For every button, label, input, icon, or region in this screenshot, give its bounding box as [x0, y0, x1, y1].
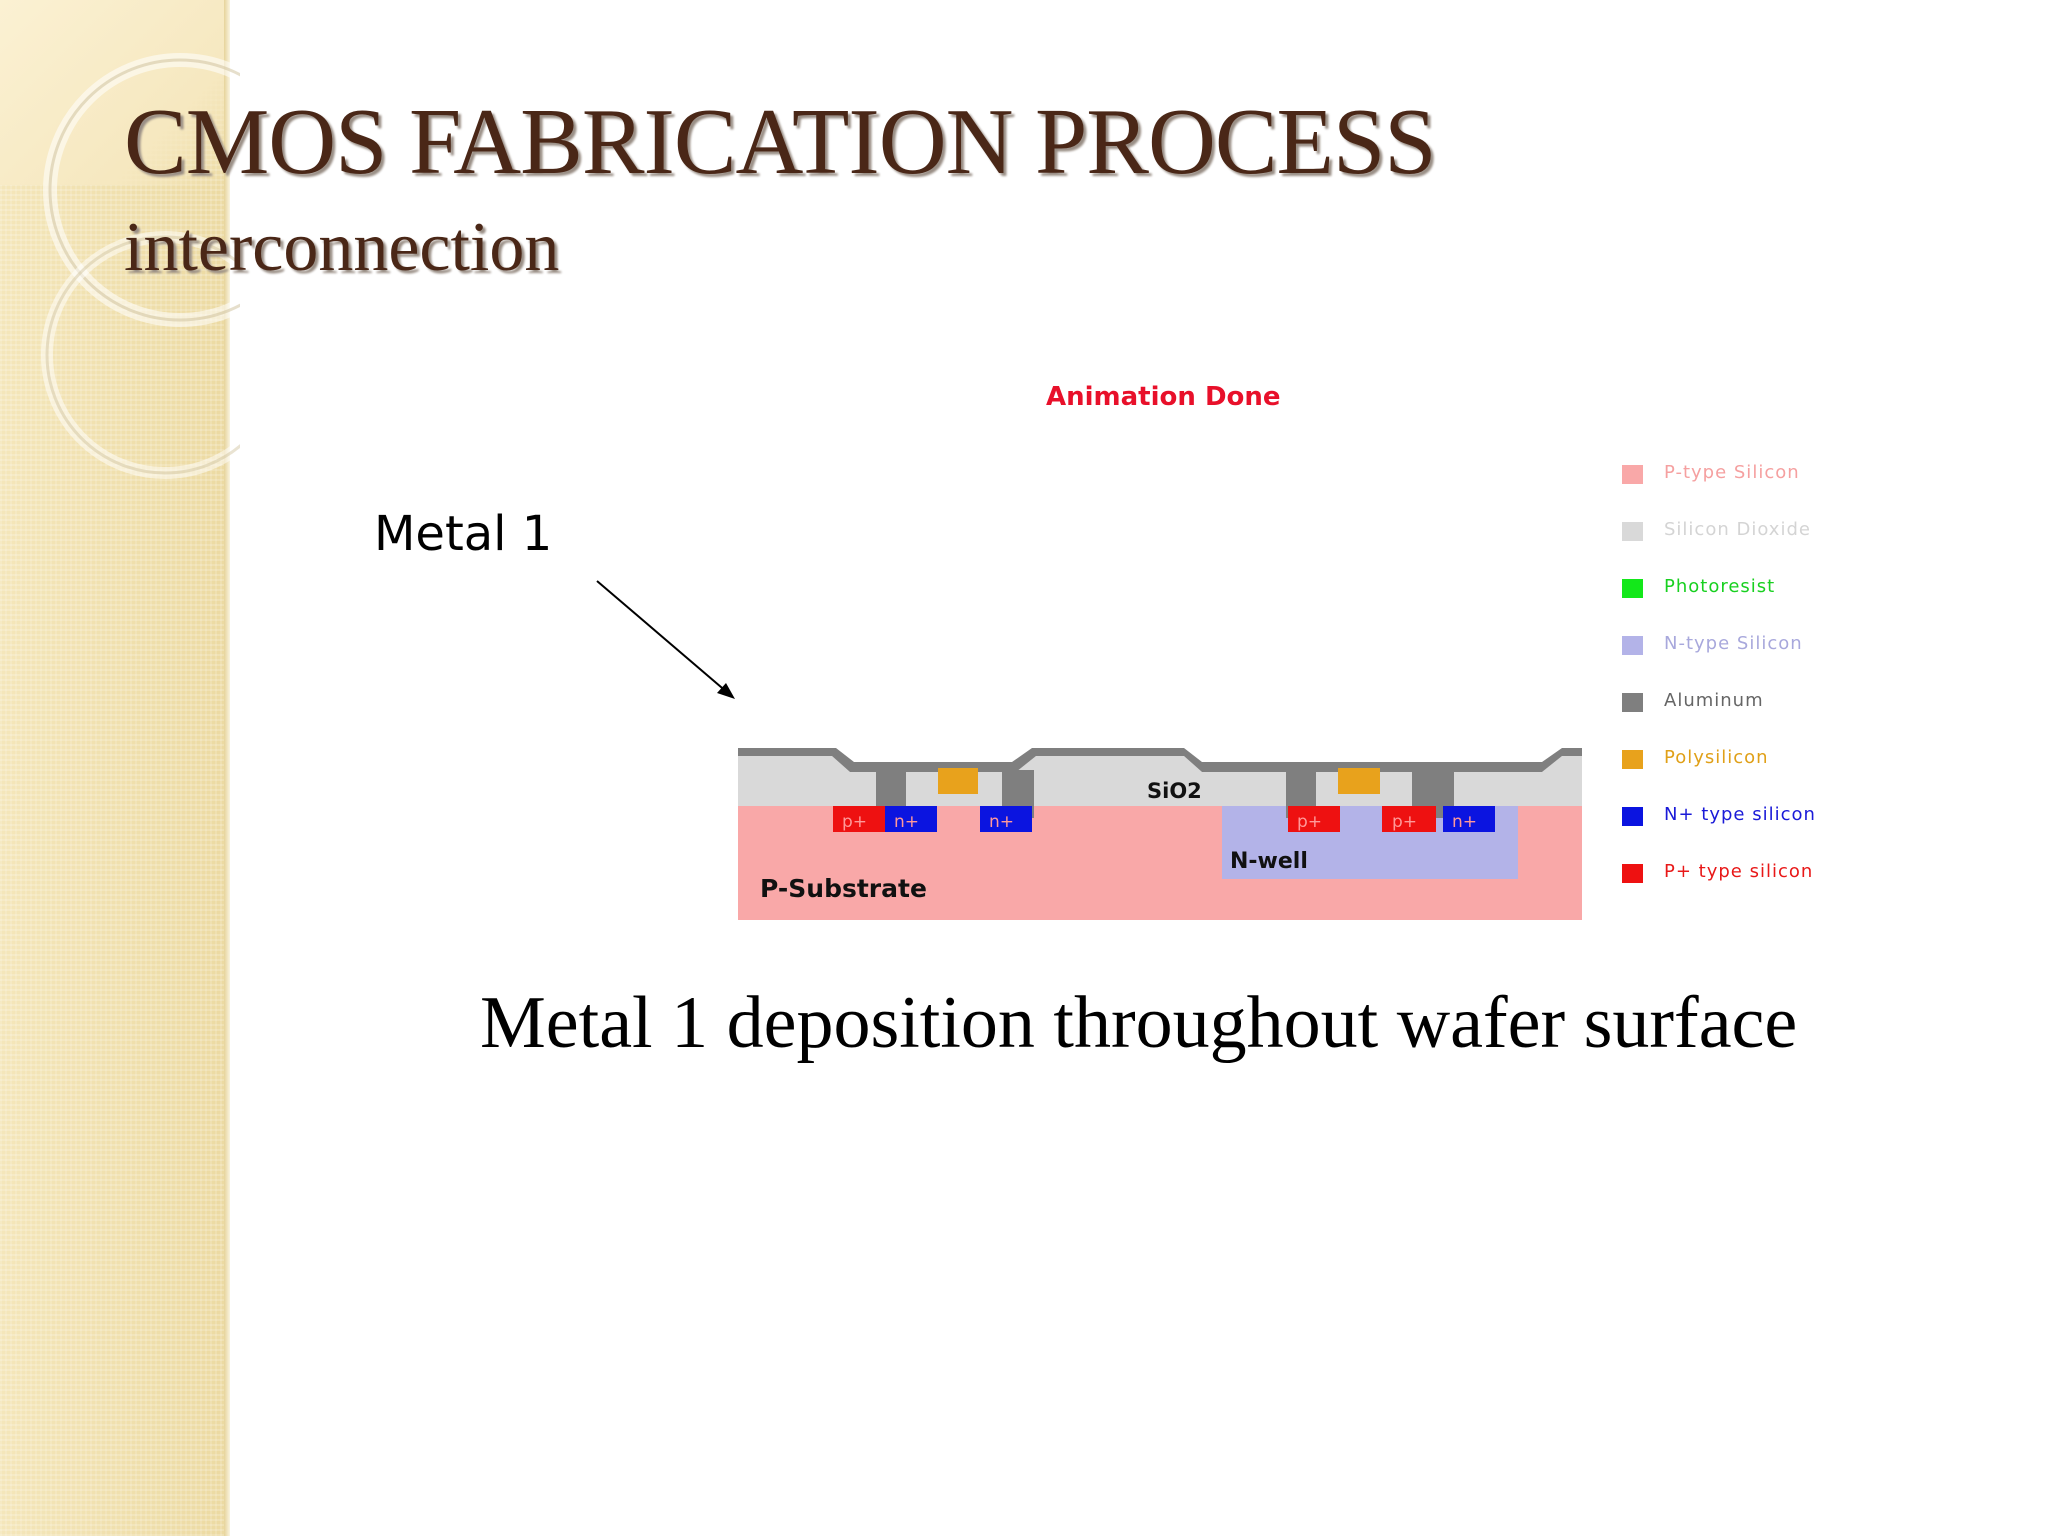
poly-gate — [938, 768, 978, 794]
cross-section-diagram — [738, 748, 1582, 920]
legend-label: Silicon Dioxide — [1664, 519, 1811, 540]
legend-label: P-type Silicon — [1664, 462, 1800, 483]
animation-status: Animation Done — [1046, 382, 1281, 412]
slide-subtitle: interconnection — [124, 209, 560, 286]
legend-swatch — [1622, 807, 1643, 826]
legend-swatch — [1622, 864, 1643, 883]
legend-label: Polysilicon — [1664, 747, 1769, 768]
legend-label: Photoresist — [1664, 576, 1776, 597]
n-well-label: N-well — [1230, 849, 1308, 874]
legend-swatch — [1622, 465, 1643, 484]
legend-item: Polysilicon — [1622, 747, 1816, 804]
n-plus-diffusion — [980, 806, 1032, 832]
diffusion-label: p+ — [1392, 812, 1418, 832]
legend-item: P-type Silicon — [1622, 462, 1816, 519]
material-legend: P-type Silicon Silicon Dioxide Photoresi… — [1622, 462, 1816, 918]
legend-item: Silicon Dioxide — [1622, 519, 1816, 576]
legend-swatch — [1622, 522, 1643, 541]
n-plus-diffusion — [885, 806, 937, 832]
slide-title: CMOS FABRICATION PROCESS — [124, 90, 1437, 194]
metal1-layer — [738, 748, 1582, 772]
decorative-rings — [41, 53, 240, 479]
diffusion-label: p+ — [1297, 812, 1323, 832]
sidebar-edge — [224, 0, 230, 1536]
legend-swatch — [1622, 750, 1643, 769]
legend-label: Aluminum — [1664, 690, 1764, 711]
p-plus-diffusion — [1288, 806, 1340, 832]
legend-label: N+ type silicon — [1664, 804, 1816, 825]
metal1-callout: Metal 1 — [374, 506, 553, 562]
legend-swatch — [1622, 579, 1643, 598]
legend-swatch — [1622, 636, 1643, 655]
legend-item: Aluminum — [1622, 690, 1816, 747]
legend-label: N-type Silicon — [1664, 633, 1803, 654]
poly-gate — [1338, 768, 1380, 794]
p-plus-diffusion — [1382, 806, 1436, 832]
sio2-label: SiO2 — [1147, 779, 1202, 803]
slide-caption: Metal 1 deposition throughout wafer surf… — [480, 982, 1798, 1064]
legend-item: Photoresist — [1622, 576, 1816, 633]
legend-item: P+ type silicon — [1622, 861, 1816, 918]
diffusion-label: n+ — [1452, 812, 1478, 832]
p-substrate-label: P-Substrate — [760, 874, 927, 903]
legend-item: N-type Silicon — [1622, 633, 1816, 690]
corner-panel — [0, 0, 228, 185]
diffusion-label: p+ — [842, 812, 868, 832]
diffusion-label: n+ — [989, 812, 1015, 832]
diffusion-label: n+ — [894, 812, 920, 832]
legend-swatch — [1622, 693, 1643, 712]
legend-label: P+ type silicon — [1664, 861, 1814, 882]
legend-item: N+ type silicon — [1622, 804, 1816, 861]
n-plus-diffusion — [1443, 806, 1495, 832]
p-plus-diffusion — [833, 806, 885, 832]
sidebar-texture — [0, 0, 228, 1536]
